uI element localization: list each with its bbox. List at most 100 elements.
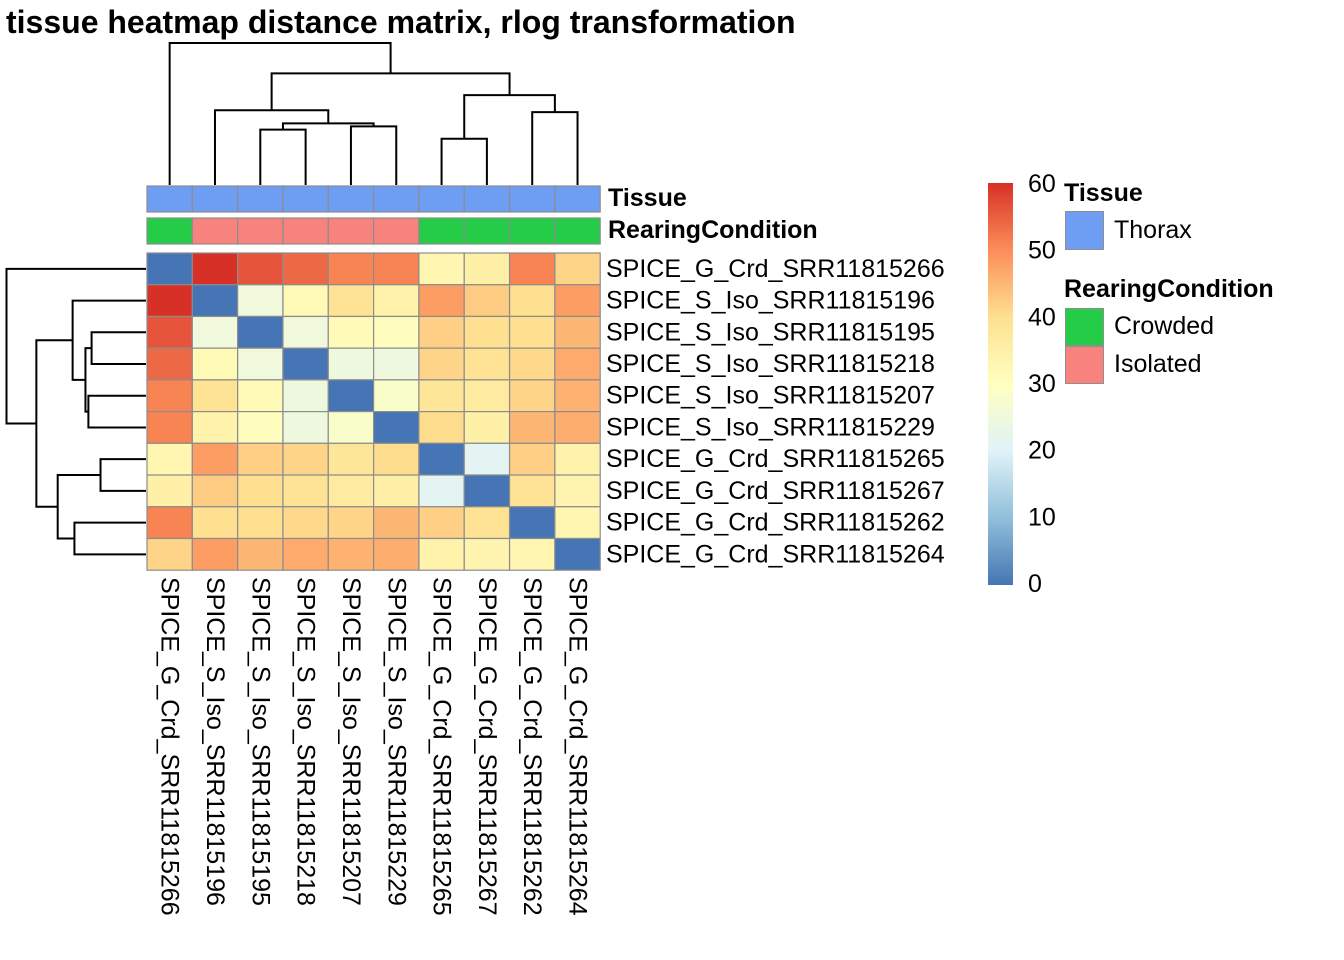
heatmap-cell xyxy=(508,284,556,318)
legend-rearingcondition-header: RearingCondition xyxy=(1064,275,1274,303)
colorbar-tick-label: 10 xyxy=(1028,503,1056,531)
rearing-annotation-cell xyxy=(282,217,329,245)
heatmap-cell xyxy=(373,252,420,286)
heatmap-cell xyxy=(282,347,329,381)
heatmap-cell xyxy=(237,442,284,476)
heatmap-cell xyxy=(146,442,193,476)
heatmap-cell xyxy=(554,411,601,444)
column-label: SPICE_G_Crd_SRR11815262 xyxy=(518,577,546,916)
heatmap-cell xyxy=(418,411,465,444)
heatmap-cell xyxy=(146,411,193,444)
heatmap-cell xyxy=(237,284,284,318)
row-label: SPICE_S_Iso_SRR11815195 xyxy=(606,318,935,346)
heatmap-cell xyxy=(463,474,511,508)
heatmap-cell xyxy=(418,284,465,318)
heatmap-cell xyxy=(463,379,511,413)
heatmap-cell xyxy=(191,347,239,381)
row-label: SPICE_G_Crd_SRR11815266 xyxy=(606,255,945,283)
tissue-annotation-cell xyxy=(463,185,511,213)
colorbar-tick-label: 0 xyxy=(1028,570,1042,598)
heatmap-cell xyxy=(327,537,375,571)
heatmap-cell xyxy=(508,442,556,476)
heatmap-cell xyxy=(418,474,465,508)
heatmap-cell xyxy=(554,474,601,508)
colorbar-tick-label: 50 xyxy=(1028,237,1056,265)
chart-title: tissue heatmap distance matrix, rlog tra… xyxy=(6,4,796,40)
heatmap-cell xyxy=(237,474,284,508)
heatmap-cell xyxy=(191,537,239,571)
heatmap-cell xyxy=(327,506,375,540)
heatmap-cell xyxy=(327,315,375,349)
rearing-annotation-cell xyxy=(373,217,420,245)
dendrogram-path xyxy=(5,267,146,556)
heatmap-cell xyxy=(418,379,465,413)
heatmap-cell xyxy=(237,411,284,444)
heatmap-cell xyxy=(373,442,420,476)
heatmap-cell xyxy=(282,379,329,413)
heatmap-cell xyxy=(327,379,375,413)
heatmap-cell xyxy=(554,537,601,571)
heatmap-cell xyxy=(373,474,420,508)
heatmap-cell xyxy=(282,315,329,349)
rearing-annotation-cell xyxy=(146,217,193,245)
rearing-annotation-cell xyxy=(463,217,511,245)
legend-isolated-swatch xyxy=(1065,346,1104,384)
heatmap-cell xyxy=(146,347,193,381)
column-label: SPICE_S_Iso_SRR11815196 xyxy=(201,577,229,906)
column-label: SPICE_G_Crd_SRR11815265 xyxy=(428,577,456,916)
heatmap-cell xyxy=(508,474,556,508)
tissue-annotation-cell xyxy=(327,185,375,213)
heatmap-cell xyxy=(463,315,511,349)
heatmap-cell xyxy=(463,252,511,286)
legend-isolated-label: Isolated xyxy=(1114,350,1202,378)
heatmap-cell xyxy=(237,347,284,381)
tissue-annotation-cell xyxy=(237,185,284,213)
heatmap-cell xyxy=(418,315,465,349)
heatmap-cell xyxy=(463,506,511,540)
row-labels: SPICE_G_Crd_SRR11815266SPICE_S_Iso_SRR11… xyxy=(606,255,945,568)
heatmap-cell xyxy=(554,442,601,476)
rearing-annotation-cell xyxy=(191,217,239,245)
heatmap-cell xyxy=(191,506,239,540)
row-label: SPICE_G_Crd_SRR11815264 xyxy=(606,540,945,568)
tissue-annotation-cell xyxy=(146,185,193,213)
heatmap-cell xyxy=(373,379,420,413)
heatmap-cell xyxy=(146,506,193,540)
tissue-annotation-cell xyxy=(282,185,329,213)
heatmap-cell xyxy=(554,347,601,381)
heatmap-cell xyxy=(327,474,375,508)
tissue-annotation-cell xyxy=(418,185,465,213)
heatmap-cell xyxy=(554,379,601,413)
colorbar-tick-label: 20 xyxy=(1028,437,1056,465)
colorbar-tick-label: 40 xyxy=(1028,303,1056,331)
legend-thorax-label: Thorax xyxy=(1114,216,1192,244)
rearing-annotation-cell xyxy=(508,217,556,245)
tissue-annotation-cell xyxy=(373,185,420,213)
heatmap-cell xyxy=(146,252,193,286)
tissue-annotation-cell xyxy=(508,185,556,213)
row-label: SPICE_G_Crd_SRR11815267 xyxy=(606,477,945,505)
heatmap-cell xyxy=(418,347,465,381)
heatmap-cell xyxy=(282,411,329,444)
column-label: SPICE_S_Iso_SRR11815207 xyxy=(337,577,365,906)
heatmap-cell xyxy=(373,411,420,444)
row-label: SPICE_S_Iso_SRR11815207 xyxy=(606,382,935,410)
rearing-annotation-cell xyxy=(418,217,465,245)
tissue-annotation-label: Tissue xyxy=(608,184,687,212)
row-label: SPICE_S_Iso_SRR11815229 xyxy=(606,413,935,441)
heatmap-cell xyxy=(327,442,375,476)
row-label: SPICE_S_Iso_SRR11815218 xyxy=(606,350,935,378)
heatmap-cell xyxy=(373,537,420,571)
heatmap-cell xyxy=(191,474,239,508)
heatmap-cell xyxy=(191,252,239,286)
colorbar-tick-label: 60 xyxy=(1028,170,1056,198)
heatmap-cell xyxy=(237,252,284,286)
heatmap-cell xyxy=(191,442,239,476)
rearing-annotation-cell xyxy=(327,217,375,245)
rearing-annotation-cell xyxy=(554,217,601,245)
heatmap-cell xyxy=(282,537,329,571)
tissue-annotation-cell xyxy=(191,185,239,213)
heatmap-cell xyxy=(191,411,239,444)
heatmap-cell xyxy=(373,284,420,318)
